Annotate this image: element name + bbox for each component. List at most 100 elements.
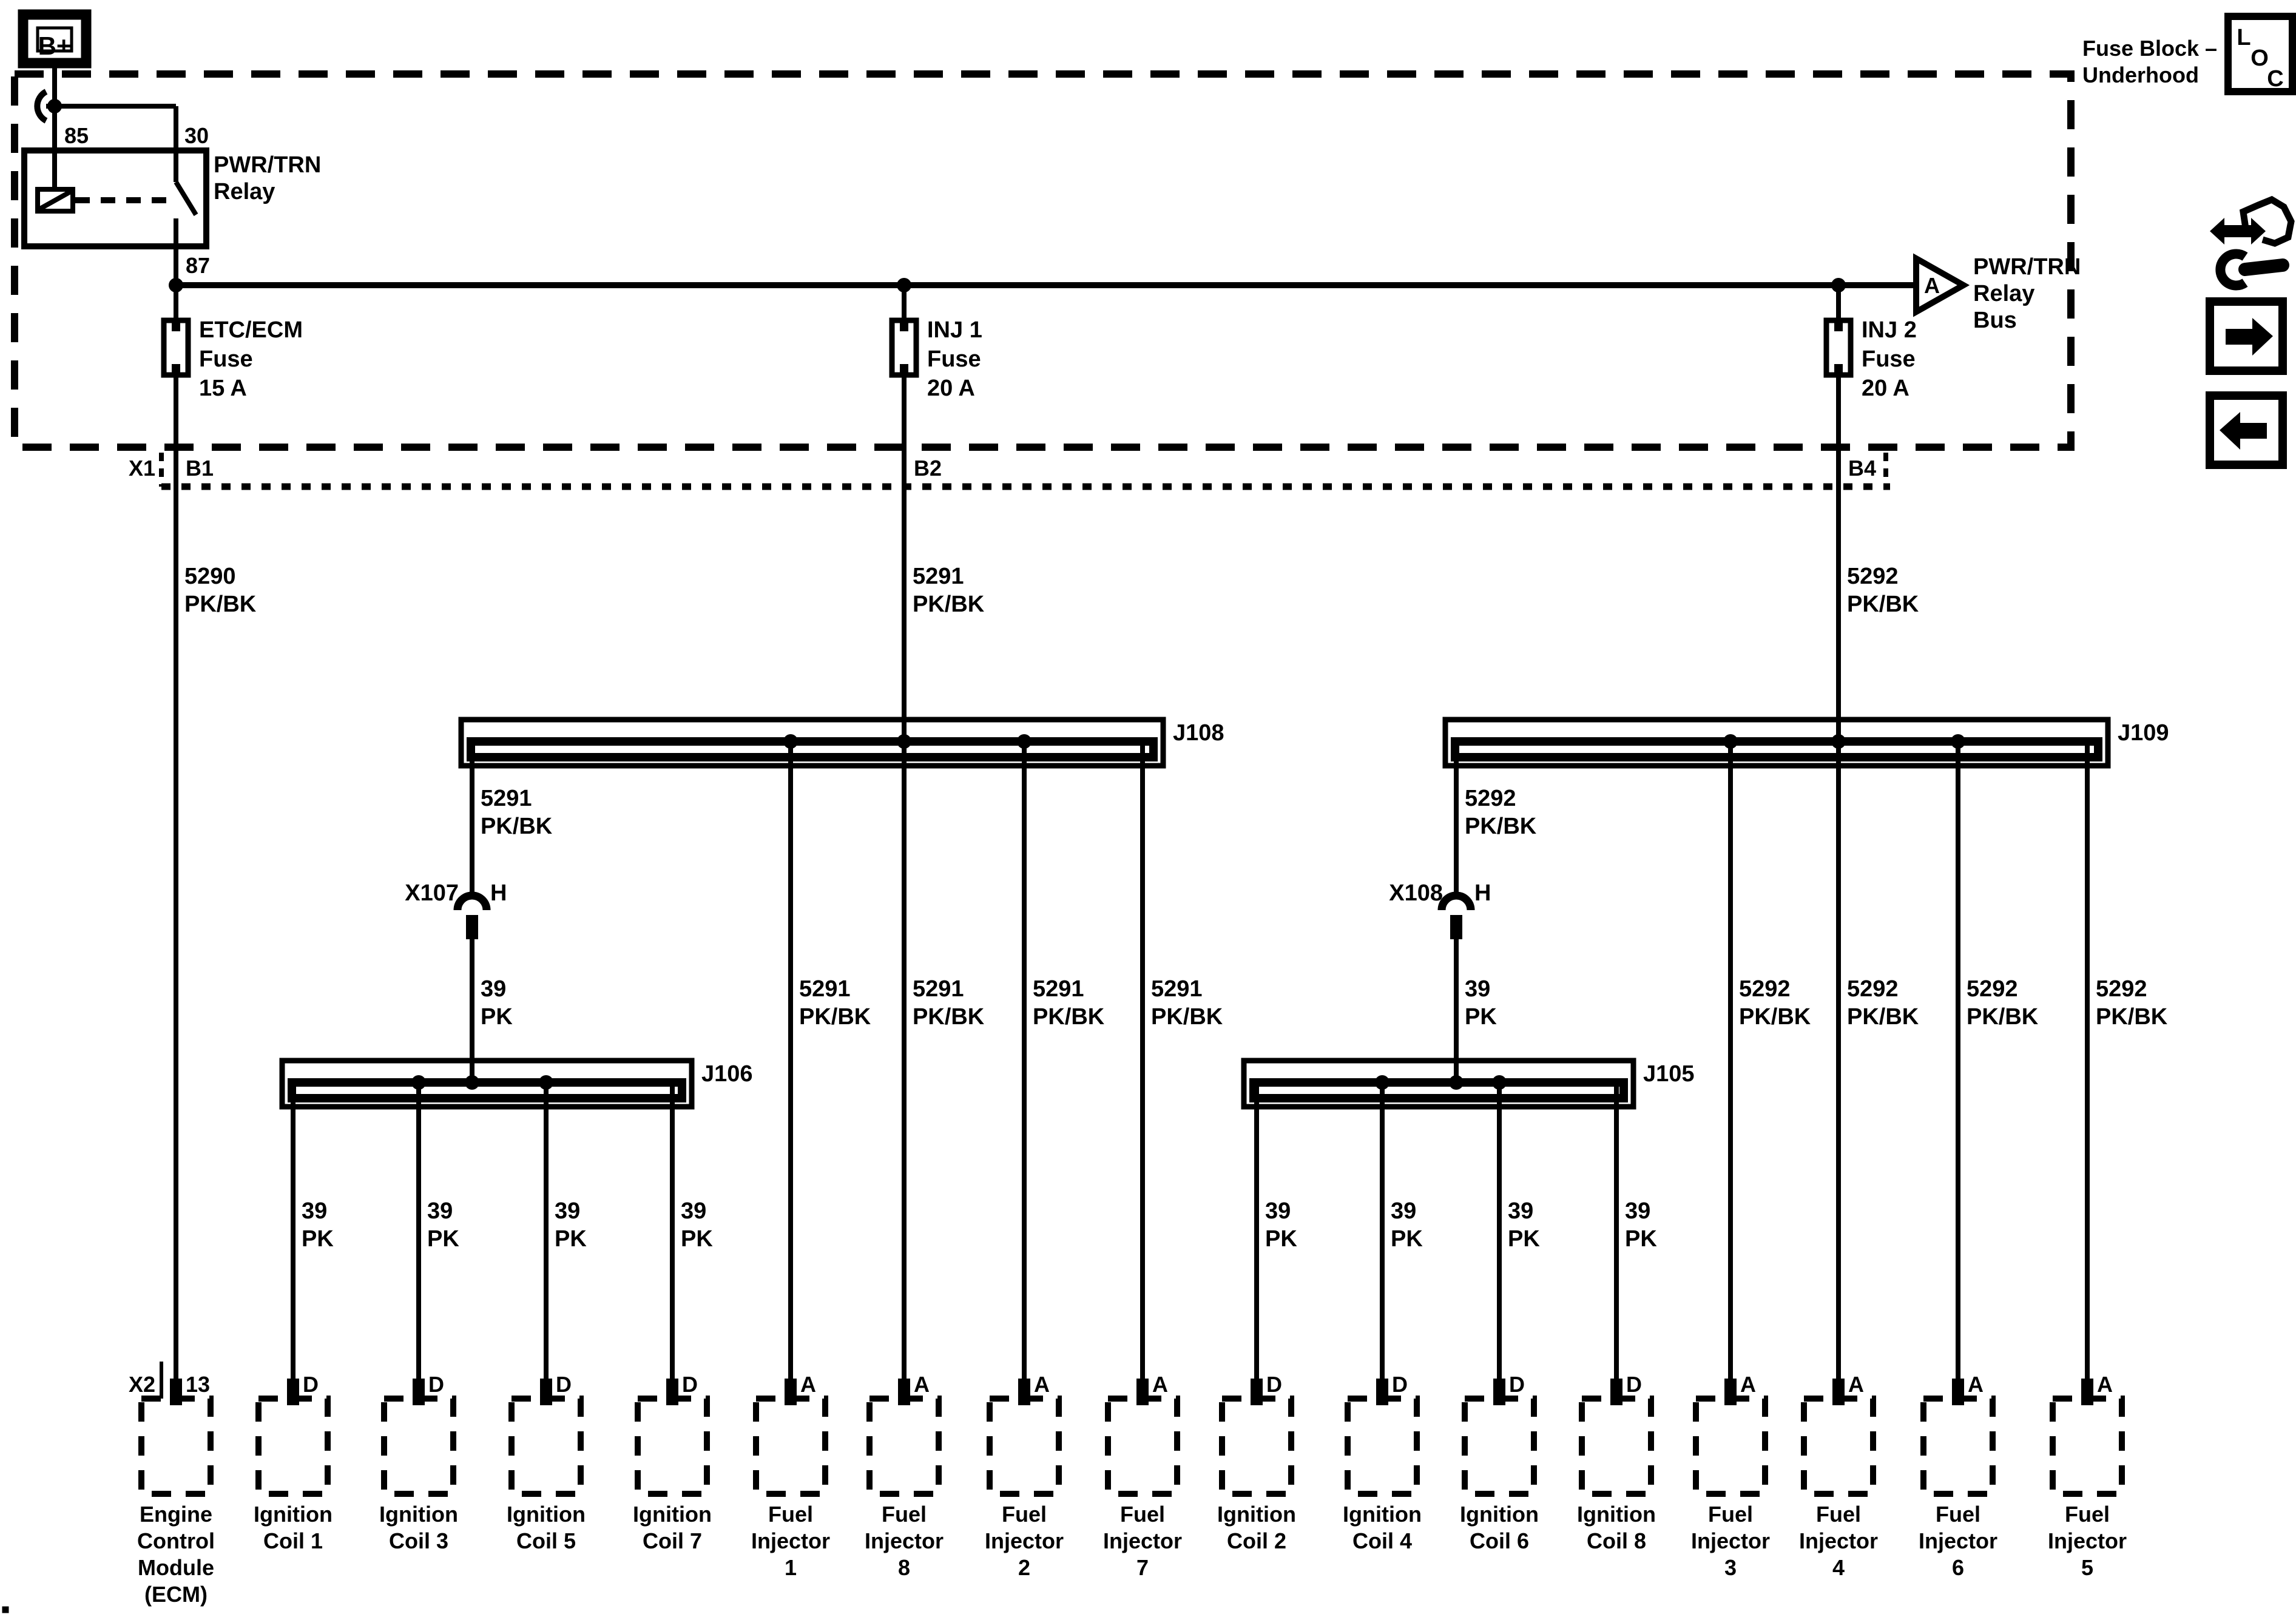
connector-label-b4: B4 [1848,456,1876,481]
wire-circuit-label: 39 [681,1198,706,1224]
fuel-injector-4-name-line1: Fuel [1816,1502,1861,1527]
fuel-injector-2-name-line1: Fuel [1002,1502,1047,1527]
wire-circuit-label: 39 [1625,1198,1650,1224]
fuel-injector-4-box [1801,1396,1876,1497]
J109-box [1442,717,2111,769]
fuel-injector-7-box [1105,1396,1180,1497]
loc-letter-o: O [2250,46,2269,71]
wire-circuit-label: PK/BK [1151,1004,1223,1030]
fuse-inj1-label-line3: 20 A [927,376,975,401]
J108-bar-dot [897,734,911,749]
wire-circuit-label: PK/BK [1739,1004,1811,1030]
wire-circuit-label: 39 [302,1198,327,1224]
J106-bar-dot [465,1075,479,1090]
bus-junction-dot [897,278,911,292]
relay-pin85-label: 85 [64,123,89,148]
ignition-coil-3-name-line2: Coil 3 [389,1528,448,1553]
back-nav-button[interactable] [2206,391,2287,469]
wire-circuit-label: 5291 [1033,976,1084,1002]
wire-circuit-label: 39 [555,1198,580,1224]
wire-circuit-label: 5292 [1465,786,1516,811]
wire-circuit-label: PK/BK [1465,814,1537,839]
b-plus-junction-dot [47,99,62,113]
bus-arrow-letter: A [1924,273,1940,298]
ignition-coil-7-name-line1: Ignition [633,1502,712,1527]
fuel-injector-3-name-line1: Fuel [1708,1502,1753,1527]
wrench-jaw-icon [2215,249,2248,291]
wire-circuit-label: PK [1625,1226,1657,1252]
fuel-injector-2-name-line3: 2 [1018,1555,1030,1580]
inline-connector-arc [34,89,48,124]
ignition-coil-7-box [635,1396,710,1497]
fuel-injector-7-pin-label: A [1152,1372,1168,1397]
ignition-coil-8-pin-label: D [1626,1372,1642,1397]
X108-splice-arc [1437,891,1475,911]
fuel-injector-2-pin-label: A [1034,1372,1050,1397]
relay-title-line1: PWR/TRN [214,152,321,178]
ignition-coil-6-name-line1: Ignition [1460,1502,1539,1527]
X107-label: X107 [405,880,459,906]
diagnostic-outline-icon [2239,195,2295,247]
wire-circuit-label: 5292 [1847,564,1899,589]
wire-circuit-label: 39 [427,1198,453,1224]
J105-bus-bar [1249,1078,1628,1102]
ignition-coil-4-name-line1: Ignition [1343,1502,1422,1527]
wrench-handle-icon [2238,258,2289,276]
fuel-injector-4-name-line3: 4 [1832,1555,1845,1580]
fuel-injector-8-name-line2: Injector [865,1528,944,1553]
fuse-inj2-label-line3: 20 A [1862,376,1909,401]
J109-bar-dot [1951,734,1965,749]
wire-circuit-label: 5292 [1847,976,1899,1002]
J108-bar-dot [1017,734,1032,749]
wire-circuit-label: PK [1391,1226,1423,1252]
ecm-name-line1: Engine [140,1502,212,1527]
fuel-injector-3-name-line2: Injector [1691,1528,1770,1553]
fuel-injector-1-name-line3: 1 [785,1555,797,1580]
wire-circuit-label: PK/BK [913,1004,985,1030]
J109-bus-bar [1451,737,2102,761]
fuel-injector-8-pin-label: A [914,1372,930,1397]
J106-bus-bar [288,1078,686,1102]
ignition-coil-3-box [381,1396,456,1497]
wire-circuit-label: 39 [481,976,506,1002]
fuse-etc-ecm-label-line3: 15 A [199,376,247,401]
wire-circuit-label: PK [681,1226,713,1252]
fuse-block-title-line2: Underhood [2082,62,2199,87]
wire-circuit-label: PK/BK [913,592,985,617]
bus-title-line3: Bus [1973,308,2017,333]
fuel-injector-7-name-line2: Injector [1103,1528,1182,1553]
fuel-injector-3-pin-label: A [1740,1372,1756,1397]
wire-circuit-label: PK/BK [1847,592,1919,617]
fuse-etc-ecm-label-line1: ETC/ECM [199,317,303,343]
J108-bus-bar [467,737,1158,761]
wire-circuit-label: 5291 [913,976,964,1002]
ignition-coil-3-pin-label: D [428,1372,444,1397]
ignition-coil-6-pin-label: D [1509,1372,1525,1397]
battery-positive-box [18,9,92,69]
fuel-injector-8-box [866,1396,942,1497]
fuel-injector-7-name-line1: Fuel [1120,1502,1165,1527]
J105-box [1241,1058,1636,1110]
wire-circuit-label: 5291 [913,564,964,589]
fuel-injector-7-name-line3: 7 [1136,1555,1149,1580]
ignition-coil-2-box [1219,1396,1294,1497]
forward-nav-button[interactable] [2206,297,2287,375]
X107-splice-arc [453,891,491,911]
loc-reference-box[interactable] [2224,13,2296,95]
wire-circuit-label: 5292 [1967,976,2018,1002]
fuse-inj2-label-line2: Fuse [1862,346,1916,372]
J106-box [279,1058,695,1110]
ecm-box [138,1396,214,1497]
wire-circuit-label: 5291 [481,786,532,811]
battery-positive-inner-box [36,26,73,53]
wire-circuit-label: 5292 [1739,976,1791,1002]
ignition-coil-1-name-line2: Coil 1 [263,1528,323,1553]
fuse-inj2-label-line1: INJ 2 [1862,317,1917,343]
fuel-injector-5-pin-label: A [2097,1372,2113,1397]
wire-circuit-label: 5291 [1151,976,1203,1002]
wire-circuit-label: PK [302,1226,334,1252]
loc-letter-c: C [2267,66,2283,92]
ecm-connector-label: X2 [129,1372,155,1397]
